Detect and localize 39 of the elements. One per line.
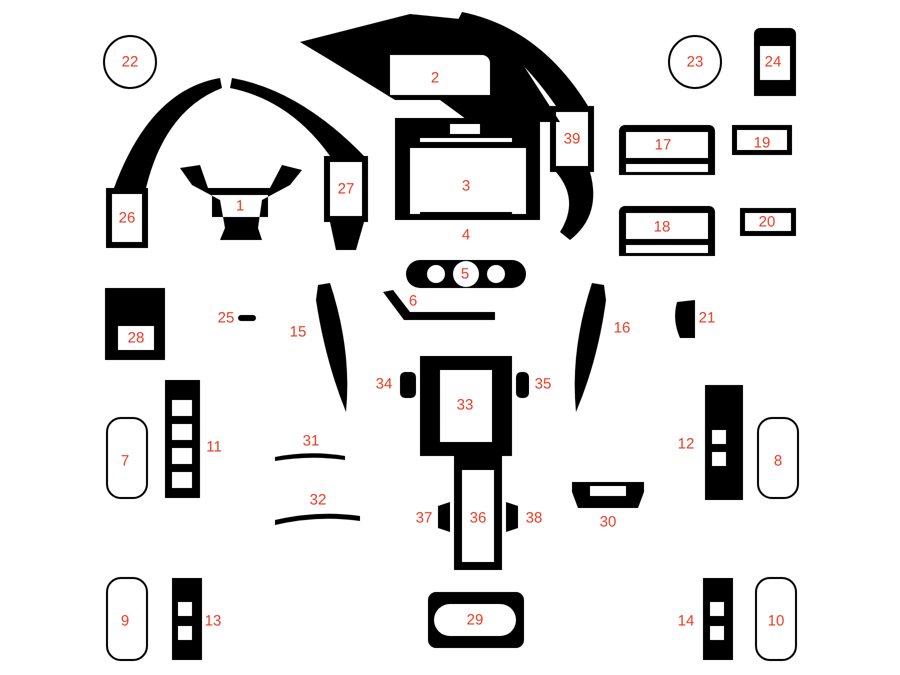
callout-number: 12 [678,436,694,452]
callout-number: 37 [416,510,432,526]
callout-number: 9 [120,614,130,628]
callout-number: 7 [120,454,130,468]
callout-number: 27 [338,182,354,196]
callout-number: 3 [462,178,470,194]
callout-number: 11 [206,440,222,454]
callout-number: 39 [564,132,580,146]
callout-number: 5 [460,266,470,282]
callout-number: 36 [470,510,486,526]
callout-number: 20 [758,214,776,230]
callout-number: 10 [768,614,784,628]
callout-number: 17 [654,138,672,152]
callout-number: 1 [236,198,244,214]
callout-number: 24 [764,54,782,70]
callout-number: 15 [290,324,306,340]
callout-number: 6 [408,294,418,308]
callout-number: 34 [376,376,392,392]
callout-number: 25 [218,310,234,326]
callout-number: 26 [118,210,136,226]
callout-number: 4 [462,228,470,242]
callout-number: 33 [456,398,474,412]
callout-number: 16 [614,320,630,336]
callout-number: 30 [600,514,616,530]
callout-number: 21 [698,310,716,326]
callout-number: 2 [430,70,440,86]
callout-number: 29 [466,612,484,628]
callout-number: 14 [678,614,694,628]
callout-number: 31 [302,434,320,448]
callout-number: 38 [526,510,542,526]
callout-number: 19 [754,136,770,150]
callout-number: 32 [310,492,326,508]
callout-number: 28 [128,330,144,346]
callout-number: 13 [204,614,222,628]
callout-number: 22 [122,54,138,70]
callout-number: 35 [534,376,552,392]
callout-number: 23 [686,54,704,70]
callout-number: 18 [654,220,670,234]
callout-number: 8 [774,454,782,468]
